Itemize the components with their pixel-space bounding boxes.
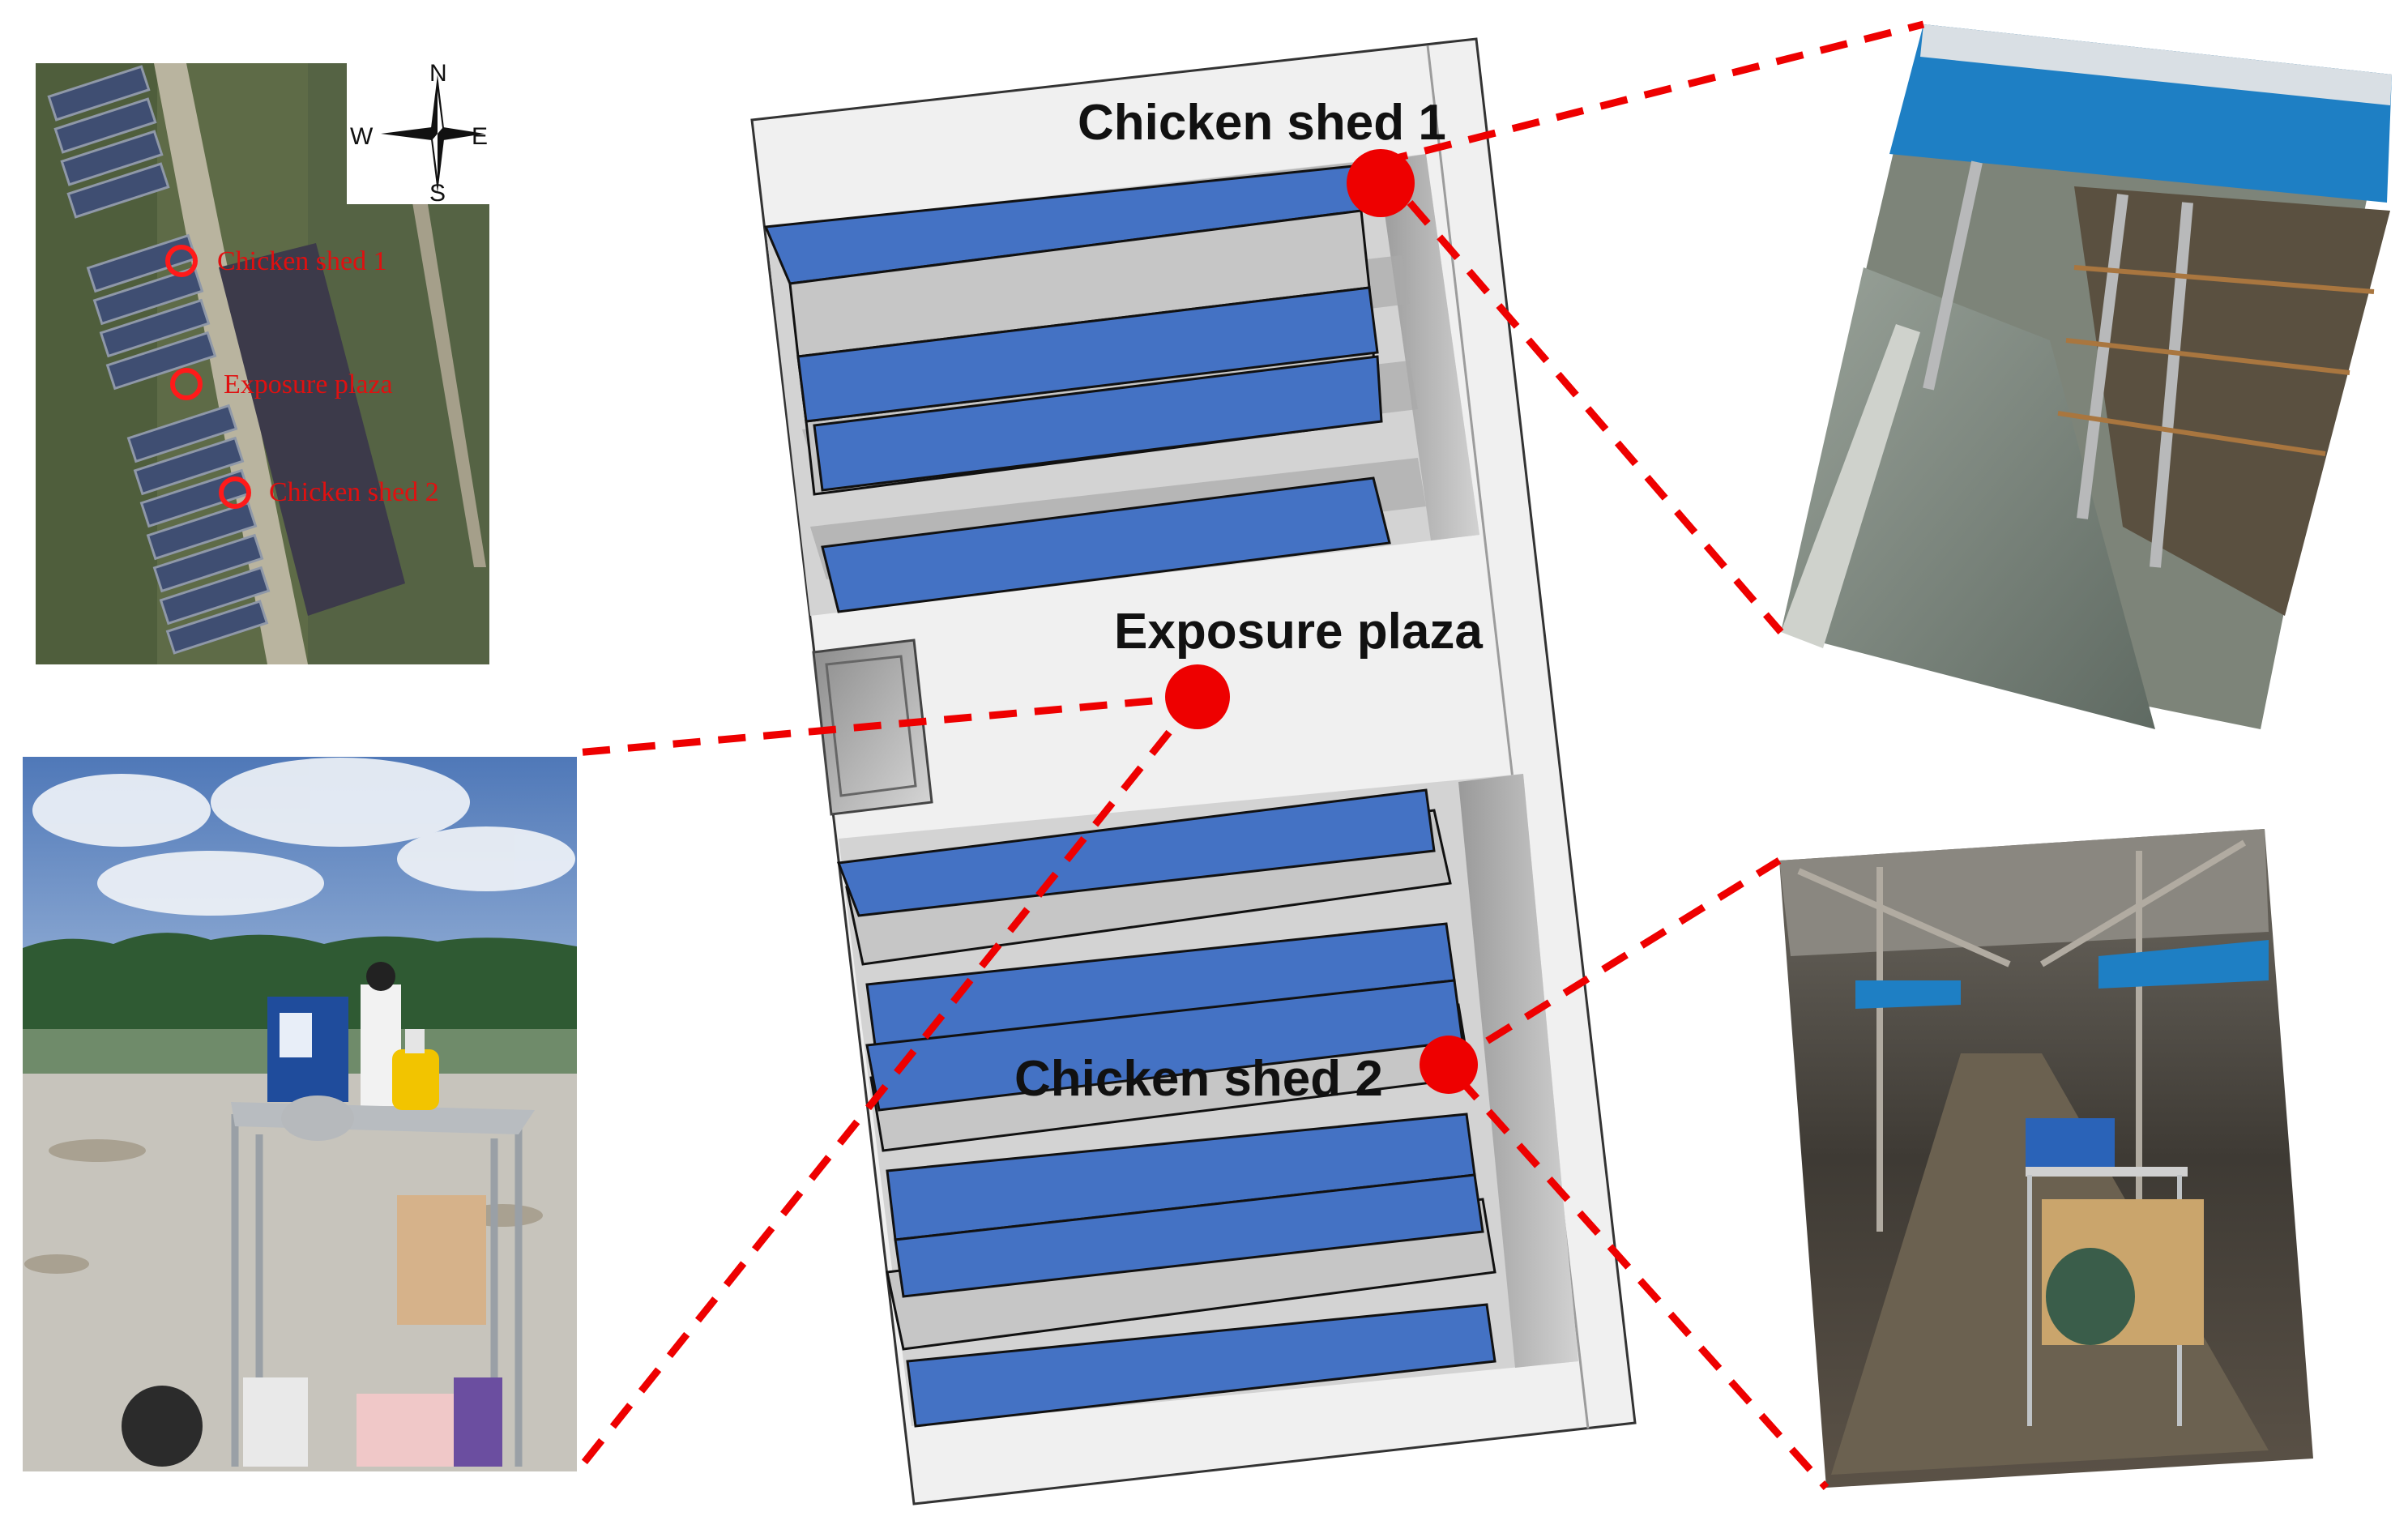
site-plan: Chicken shed 1 Exposure plaza Chicken sh…	[750, 37, 1637, 1506]
compass-rose-icon: N S E W	[347, 60, 489, 207]
shed-2-roof-5	[894, 1173, 1484, 1298]
sampling-point-shed-1	[1347, 149, 1415, 217]
map-label-shed-1: Chicken shed 1	[217, 246, 387, 276]
shed-2-building	[836, 774, 1578, 1428]
shed-2-roof-6	[906, 1303, 1496, 1428]
shed-1-building	[763, 154, 1479, 616]
plan-label-shed-2: Chicken shed 2	[1014, 1051, 1383, 1107]
satellite-map: N S E W Chicken shed 1 Exposure plaza Ch…	[36, 60, 489, 664]
shed-1-aisle-photo	[1781, 24, 2392, 729]
compass-south-label: S	[429, 180, 446, 207]
plaza-sampler-photo	[23, 757, 577, 1471]
map-marker-shed-1	[165, 245, 198, 277]
compass-west-label: W	[350, 123, 374, 150]
shed-1-roof-3	[821, 476, 1391, 613]
map-marker-shed-2	[219, 476, 251, 509]
plan-label-plaza: Exposure plaza	[1114, 604, 1483, 660]
shed-2-roof-1	[836, 788, 1436, 917]
plan-label-shed-1: Chicken shed 1	[1078, 95, 1446, 151]
map-marker-plaza	[170, 368, 203, 400]
compass-east-label: E	[472, 123, 488, 150]
map-label-shed-2: Chicken shed 2	[269, 477, 439, 507]
shed-2-interior-photo	[1779, 829, 2313, 1488]
compass-north-label: N	[429, 60, 447, 87]
connector-lines	[566, 20, 1925, 1491]
map-label-plaza: Exposure plaza	[224, 369, 393, 399]
